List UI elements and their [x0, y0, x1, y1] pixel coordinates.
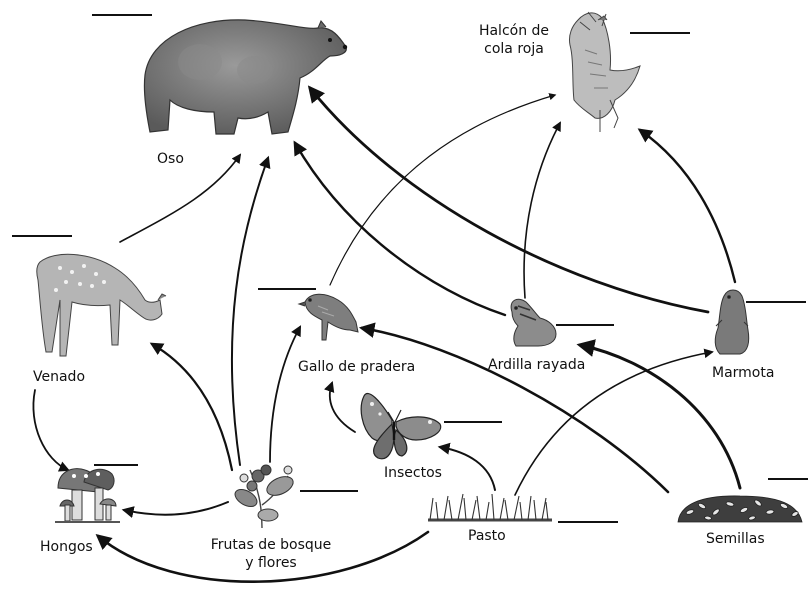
prairie-chicken-icon: [297, 293, 359, 341]
label-insectos: Insectos: [384, 465, 442, 481]
label-oso: Oso: [157, 151, 184, 167]
answer-blank-pasto[interactable]: [558, 521, 618, 523]
label-pasto: Pasto: [468, 528, 506, 544]
marmot-icon: [714, 289, 750, 355]
arrow-frutas-gallo: [269, 325, 302, 463]
label-venado: Venado: [33, 369, 86, 385]
arrow-semillas-ardilla: [576, 339, 742, 490]
answer-blank-marmota[interactable]: [746, 301, 806, 303]
answer-blank-hongos[interactable]: [94, 464, 138, 466]
mushroom-icon: [55, 468, 120, 523]
arrow-frutas-hongos: [121, 501, 229, 518]
answer-blank-ardilla[interactable]: [556, 324, 614, 326]
arrow-insectos-gallo: [324, 380, 356, 433]
answer-blank-oso[interactable]: [92, 14, 152, 16]
label-frutas-line1: Frutas de bosque: [210, 537, 332, 553]
seeds-icon: [677, 495, 803, 523]
bear-icon: [143, 19, 348, 135]
answer-blank-halcon[interactable]: [630, 32, 690, 34]
label-marmota: Marmota: [712, 365, 775, 381]
label-halcon-line2: cola roja: [484, 41, 544, 57]
answer-blank-venado[interactable]: [12, 235, 72, 237]
arrow-marmota-halcon: [637, 128, 737, 284]
label-semillas: Semillas: [706, 531, 765, 547]
hawk-icon: [569, 11, 641, 132]
answer-blank-gallo[interactable]: [258, 288, 316, 290]
answer-blank-insectos[interactable]: [444, 421, 502, 423]
deer-icon: [36, 253, 167, 357]
label-hongos: Hongos: [40, 539, 93, 555]
arrow-venado-oso: [119, 153, 242, 243]
label-halcon-line1: Halcón de: [478, 23, 550, 39]
butterfly-icon: [360, 392, 442, 460]
label-frutas-line2: y flores: [245, 555, 297, 571]
arrow-ardilla-halcon: [523, 121, 561, 299]
arrow-marmota-oso: [307, 85, 710, 314]
label-ardilla: Ardilla rayada: [488, 357, 586, 373]
arrow-ardilla-oso: [293, 140, 507, 317]
arrow-pasto-insectos: [437, 442, 496, 491]
arrow-venado-hongos: [32, 389, 70, 472]
arrow-frutas-oso: [230, 155, 271, 466]
arrow-frutas-venado: [149, 342, 234, 472]
answer-blank-frutas[interactable]: [300, 490, 358, 492]
arrow-semillas-gallo: [358, 322, 670, 494]
arrow-pasto-marmota: [514, 348, 714, 496]
arrow-gallo-halcon: [329, 93, 557, 286]
chipmunk-icon: [510, 298, 557, 347]
label-halcon: Halcón de cola roja: [470, 22, 558, 58]
arrow-pasto-hongos: [95, 530, 430, 583]
label-frutas: Frutas de bosque y flores: [196, 536, 346, 572]
answer-blank-semillas[interactable]: [768, 478, 808, 480]
grass-icon: [428, 493, 552, 522]
label-gallo: Gallo de pradera: [298, 359, 416, 375]
berries-icon: [234, 464, 294, 529]
